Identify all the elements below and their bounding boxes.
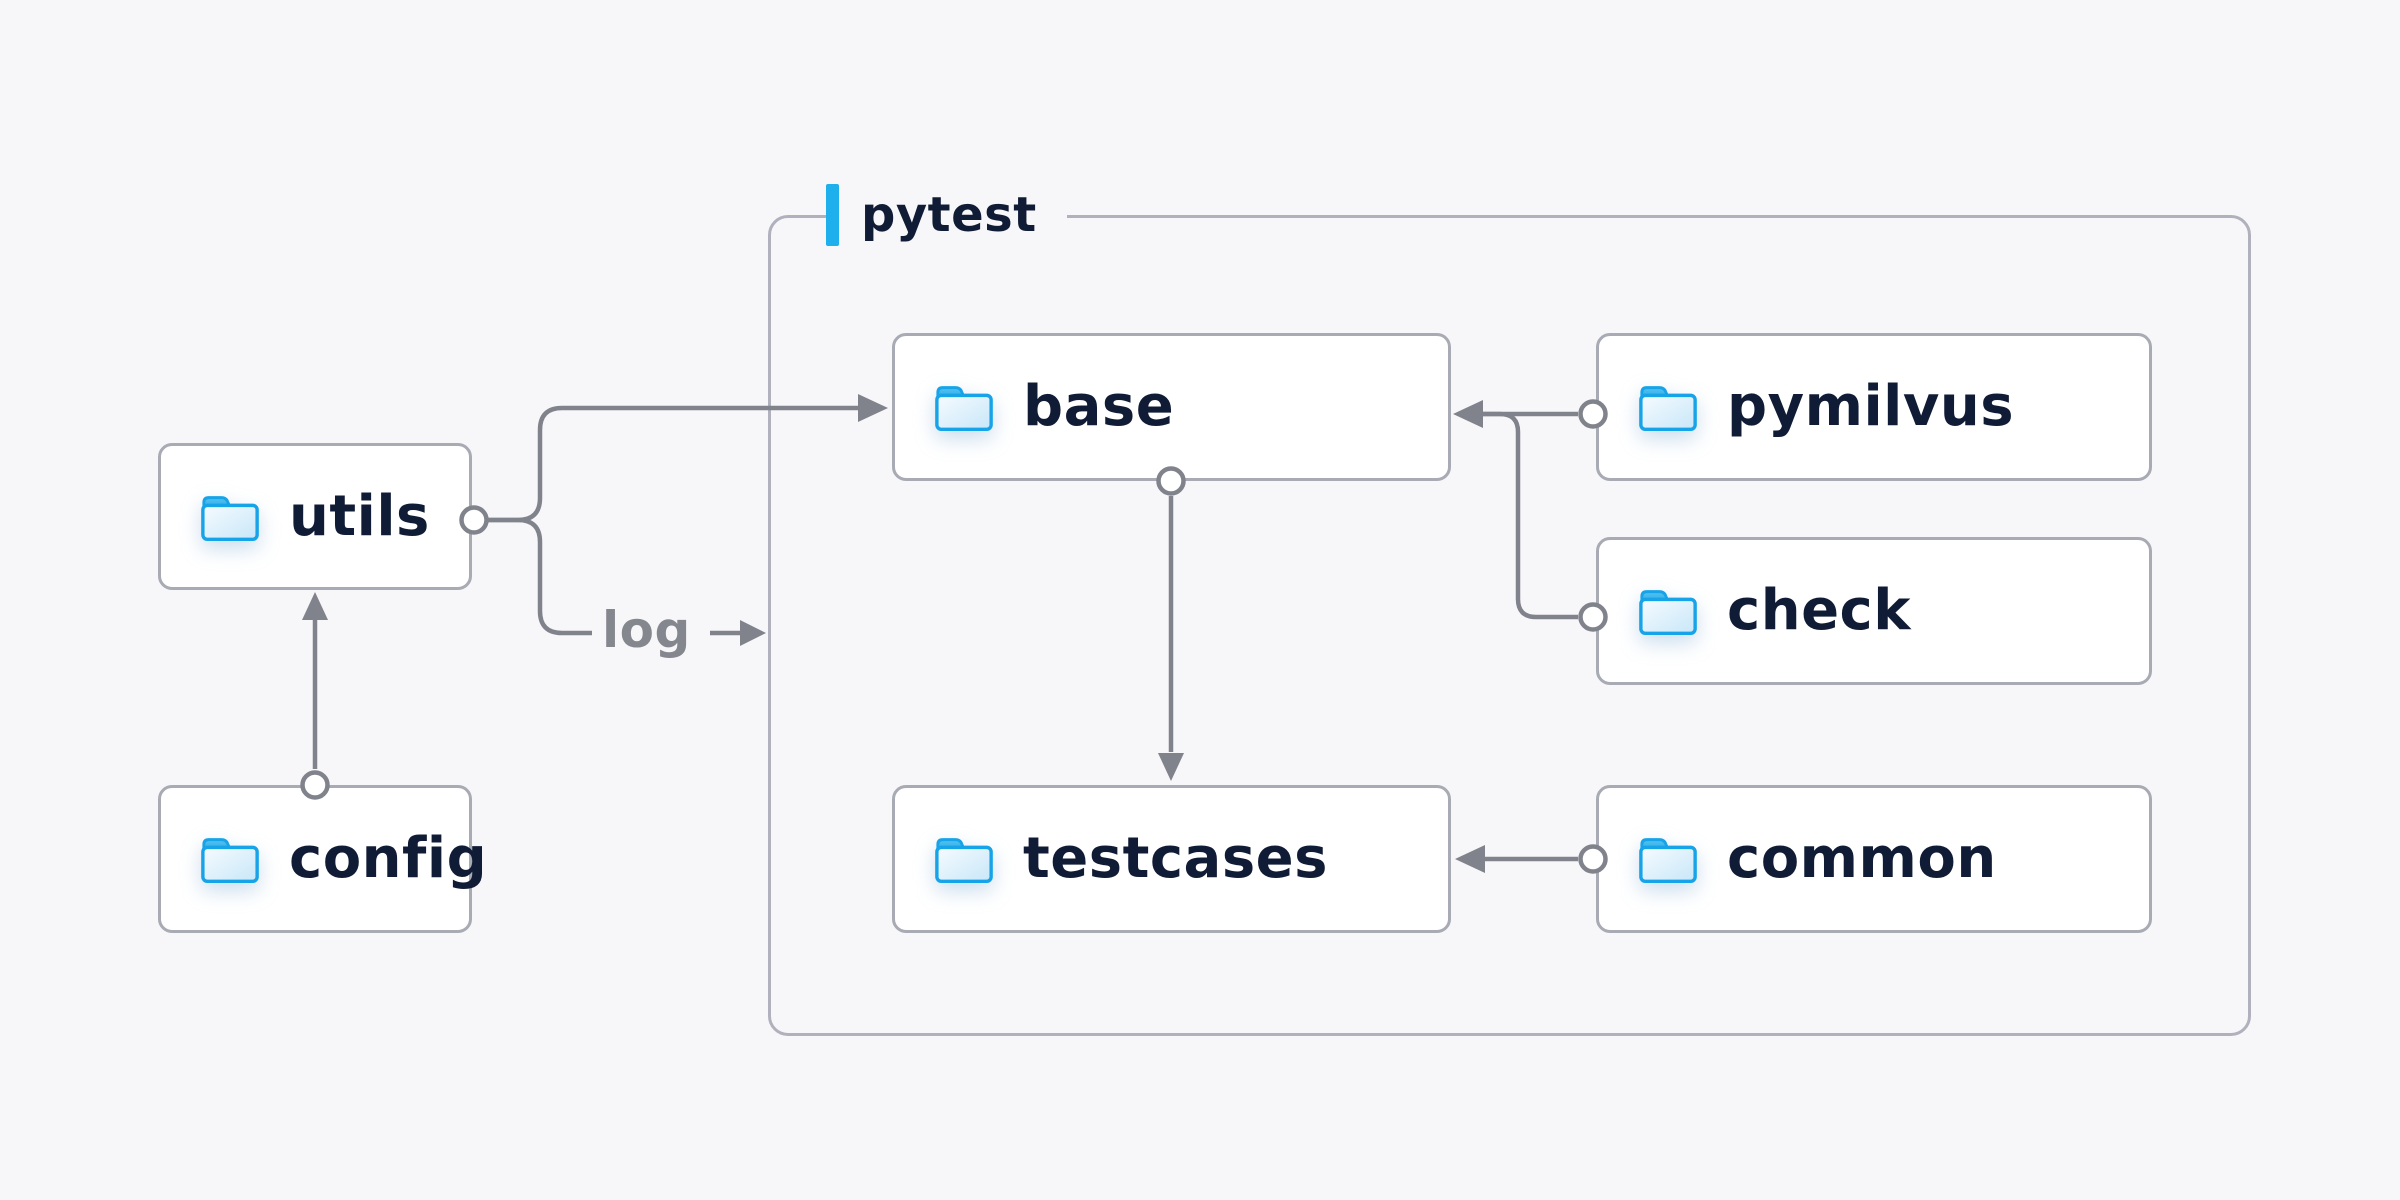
- node-label: config: [289, 826, 488, 891]
- pytest-group-label: pytest: [826, 184, 1067, 246]
- edge-utils-log: [488, 517, 592, 636]
- pytest-group: [768, 215, 2251, 1036]
- node-label: common: [1727, 826, 1997, 891]
- edge-label-log: log: [602, 601, 691, 659]
- node-label: check: [1727, 578, 1911, 643]
- pytest-group-title: pytest: [861, 187, 1037, 243]
- node-label: testcases: [1023, 826, 1328, 891]
- folder-icon: [935, 838, 993, 883]
- folder-icon: [935, 386, 993, 431]
- folder-icon: [1639, 590, 1697, 635]
- node-label: pymilvus: [1727, 374, 2015, 439]
- accent-bar: [826, 184, 839, 246]
- folder-icon: [1639, 838, 1697, 883]
- arrowhead-into-utils: [302, 592, 328, 620]
- node-config: config: [158, 785, 487, 933]
- folder-icon: [1639, 386, 1697, 431]
- node-utils: utils: [158, 443, 472, 590]
- folder-icon: [201, 838, 259, 883]
- node-common: common: [1596, 785, 2152, 933]
- node-label: utils: [289, 483, 430, 549]
- node-testcases: testcases: [892, 785, 1451, 933]
- node-check: check: [1596, 537, 2152, 685]
- node-label: base: [1023, 374, 1175, 439]
- arrowhead-log-into-group: [740, 620, 766, 646]
- node-base: base: [892, 333, 1451, 481]
- folder-icon: [201, 495, 259, 541]
- node-pymilvus: pymilvus: [1596, 333, 2152, 481]
